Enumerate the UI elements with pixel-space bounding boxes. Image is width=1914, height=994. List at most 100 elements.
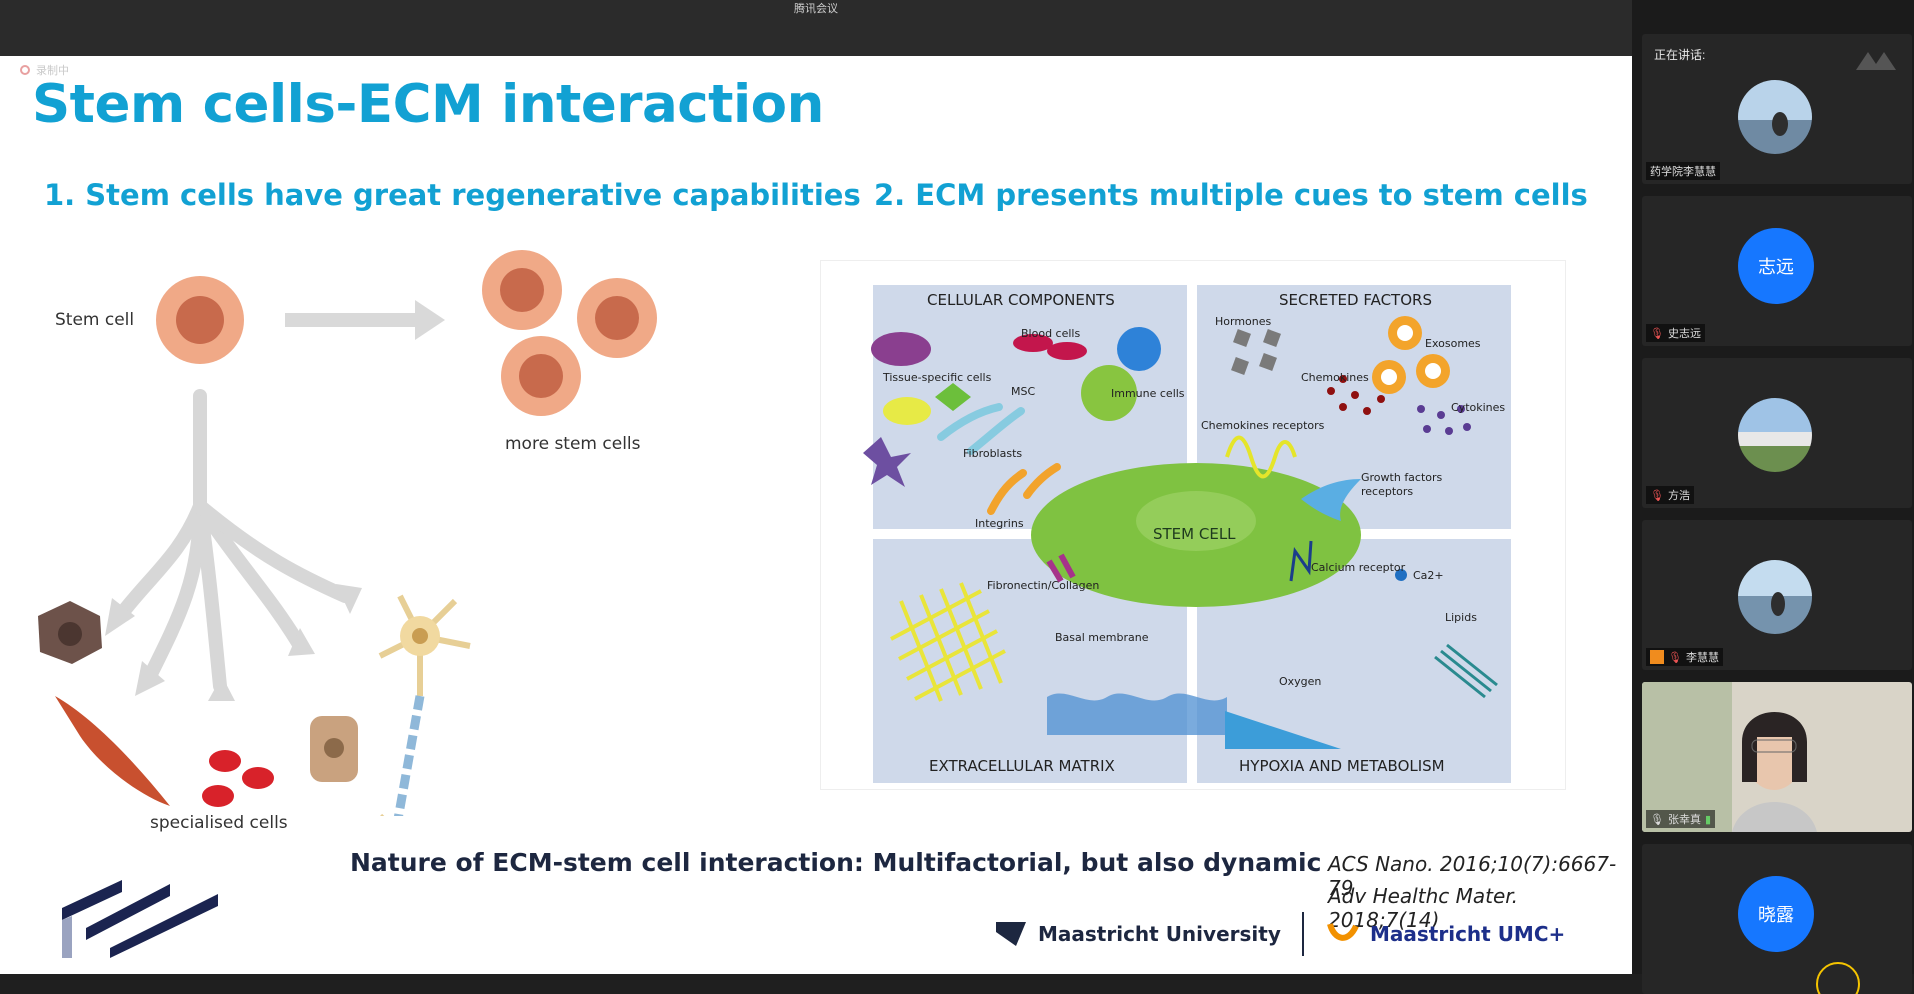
growth-factor-receptor-shape <box>1301 479 1361 521</box>
avatar <box>1738 560 1812 634</box>
immune-cell-shape <box>1117 327 1161 371</box>
maastricht-university-logo: Maastricht University <box>994 920 1281 948</box>
participant-tile[interactable]: 志远 🎙史志远 <box>1642 196 1912 346</box>
label-calcium-receptor: Calcium receptor <box>1311 561 1406 574</box>
fibroblast-shape <box>1023 463 1061 499</box>
avatar-initials: 晓露 <box>1738 876 1814 952</box>
quadrant-title-secreted-factors: SECRETED FACTORS <box>1279 291 1432 309</box>
calcium-receptor-shape <box>1289 540 1313 582</box>
cell-shape <box>883 397 931 425</box>
ecm-diagram: CELLULAR COMPONENTS SECRETED FACTORS EXT… <box>820 260 1566 790</box>
label-integrins: Integrins <box>975 517 1024 530</box>
maastricht-umc-logo: Maastricht UMC+ <box>1326 920 1565 948</box>
label-fibroblasts: Fibroblasts <box>963 447 1023 460</box>
speaking-indicator-icon <box>1856 52 1896 70</box>
participant-tile[interactable]: 🎙方浩 <box>1642 358 1912 508</box>
chemokine-receptor-shape <box>1225 435 1297 479</box>
mic-muted-icon: 🎙 <box>1650 327 1664 340</box>
recording-indicator[interactable]: 录制中 <box>20 62 69 78</box>
avatar <box>1738 398 1812 472</box>
fibroblast-shape <box>987 469 1027 515</box>
label-lipids: Lipids <box>1445 611 1477 624</box>
participant-name: 🎙方浩 <box>1646 486 1694 504</box>
host-icon <box>1650 650 1664 664</box>
label-growth-factors: Growth factors <box>1361 471 1443 484</box>
subtitle-right: 2. ECM presents multiple cues to stem ce… <box>874 178 1588 212</box>
participant-video <box>1642 682 1912 832</box>
participant-name: 🎙史志远 <box>1646 324 1705 342</box>
oxygen-gradient-shape <box>1225 711 1341 749</box>
mic-muted-icon: 🎙 <box>1650 489 1664 502</box>
label-exosomes: Exosomes <box>1425 337 1481 350</box>
stem-cell-icon <box>156 276 244 364</box>
label-tissue-specific-cells: Tissue-specific cells <box>883 371 992 384</box>
label-cytokines: Cytokines <box>1451 401 1506 414</box>
reference-2: Adv Healthc Mater. 2018;7(14) <box>1328 884 1518 932</box>
label-msc: MSC <box>1011 385 1036 398</box>
label-basal-membrane: Basal membrane <box>1055 631 1149 644</box>
integrin-shape <box>1046 553 1076 583</box>
university-name: Maastricht University <box>1038 922 1281 946</box>
msc-shape <box>967 407 1025 455</box>
specialised-cells-icon <box>38 594 471 816</box>
stem-cell-differentiation-illustration <box>38 250 657 816</box>
logo-divider <box>1302 912 1304 956</box>
chemokine-shapes <box>1327 375 1385 415</box>
immune-cell-shape <box>1081 365 1137 421</box>
participant-name: 🎙张幸真 ▮ <box>1646 810 1716 828</box>
stem-cell-nucleus-shape <box>1136 491 1256 551</box>
record-icon <box>20 65 30 75</box>
cytokine-shapes <box>1417 405 1471 435</box>
signal-icon: ▮ <box>1704 813 1712 826</box>
slide-caption: Nature of ECM-stem cell interaction: Mul… <box>350 848 1322 877</box>
quadrant-title-cellular-components: CELLULAR COMPONENTS <box>927 291 1115 309</box>
mic-muted-icon: 🎙 <box>1668 651 1682 664</box>
specialised-cells-label: specialised cells <box>150 813 288 833</box>
avatar-initials: 志远 <box>1738 228 1814 304</box>
collagen-mesh-shape <box>890 582 1006 702</box>
shared-slide: 录制中 Stem cells-ECM interaction 1. Stem c… <box>0 56 1632 974</box>
more-stem-cells-label: more stem cells <box>505 434 641 454</box>
label-growth-factors-receptors: receptors <box>1361 485 1414 498</box>
window-title: 腾讯会议 <box>794 3 838 15</box>
basal-membrane-shape <box>1047 693 1227 735</box>
blood-cell-shape <box>1013 334 1053 352</box>
label-hormones: Hormones <box>1215 315 1272 328</box>
arrow-right-icon <box>285 300 445 340</box>
reference-1: ACS Nano. 2016;10(7):6667-79 <box>1328 852 1617 900</box>
quadrant-title-extracellular-matrix: EXTRACELLULAR MATRIX <box>929 757 1115 775</box>
mic-icon: 🎙 <box>1650 813 1664 826</box>
label-oxygen: Oxygen <box>1279 675 1322 688</box>
umc-logo-icon <box>1327 923 1359 941</box>
slide-title: Stem cells-ECM interaction <box>32 74 824 135</box>
branching-arrowheads-icon <box>105 584 362 701</box>
label-fibronectin-collagen: Fibronectin/Collagen <box>987 579 1100 592</box>
stem-cell-label: STEM CELL <box>1153 525 1236 543</box>
recording-label: 录制中 <box>36 65 69 77</box>
um-logo-icon <box>996 922 1026 946</box>
quadrant-title-hypoxia-metabolism: HYPOXIA AND METABOLISM <box>1239 757 1445 775</box>
subtitle-left: 1. Stem cells have great regenerative ca… <box>44 178 861 212</box>
participant-video-tile[interactable]: 🎙张幸真 ▮ <box>1642 682 1912 832</box>
participant-tile[interactable]: 正在讲话: 药学院李慧慧 <box>1642 34 1912 184</box>
hormone-shapes <box>1231 329 1281 375</box>
cell-shape <box>935 383 971 411</box>
participant-tile[interactable]: 🎙李慧慧 <box>1642 520 1912 670</box>
stem-cell-label: Stem cell <box>55 310 135 330</box>
label-blood-cells: Blood cells <box>1021 327 1081 340</box>
speaking-label: 正在讲话: <box>1654 48 1706 62</box>
lipids-shape <box>1434 643 1498 699</box>
participant-tile[interactable]: 晓露 <box>1642 844 1912 994</box>
label-ca2: Ca2+ <box>1413 569 1444 582</box>
more-stem-cells-icon <box>482 250 657 416</box>
cell-star-shape <box>863 437 911 487</box>
exosome-shapes <box>1372 316 1450 394</box>
branching-arrows-icon <box>113 389 352 693</box>
participant-name: 🎙李慧慧 <box>1646 648 1723 666</box>
window-title-bar: 腾讯会议 <box>0 0 1632 56</box>
blood-cell-shape <box>1047 342 1087 360</box>
msc-shape <box>937 403 1003 441</box>
participant-name: 药学院李慧慧 <box>1646 162 1720 180</box>
tissue-cell-shape <box>871 332 931 366</box>
ecm-diagram-graphics <box>863 316 1498 749</box>
